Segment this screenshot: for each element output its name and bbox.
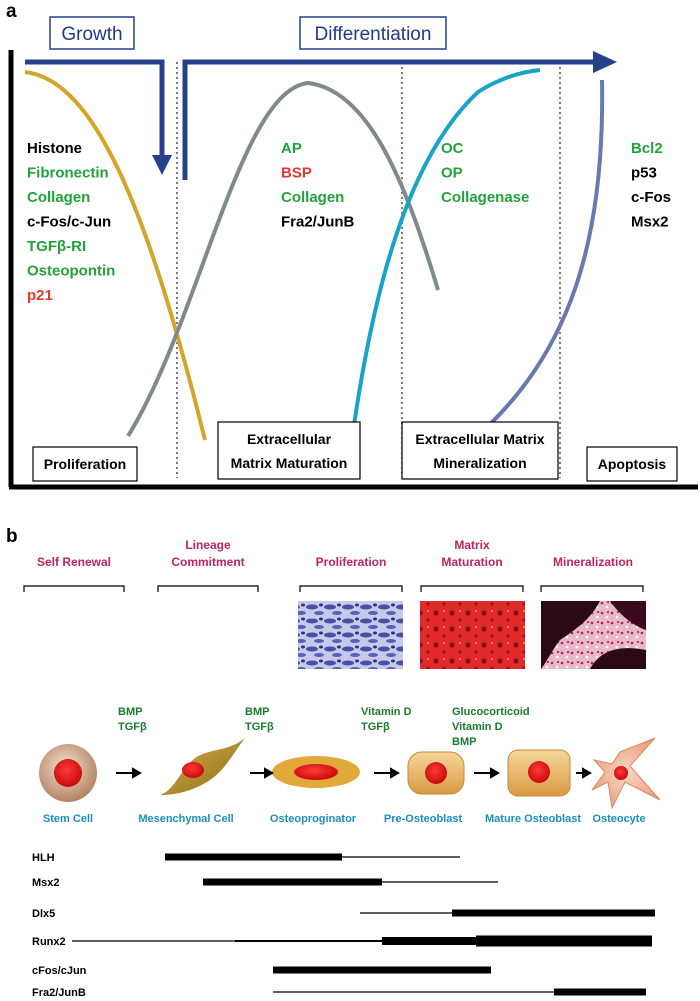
gene-label: p21: [27, 287, 53, 304]
osteocyte-illustration: [591, 737, 661, 810]
step-label: Mineralization: [553, 555, 633, 569]
cell-label-osteoproginator: Osteoproginator: [270, 813, 357, 825]
cell-label-mature-osteoblast: Mature Osteoblast: [485, 813, 581, 825]
stage-label-mineralization-1: Extracellular Matrix: [415, 431, 544, 447]
proliferation-micrograph: [298, 601, 403, 669]
gene-label: c-Fos: [631, 189, 671, 206]
gene-label: p53: [631, 165, 657, 182]
gene-label: OC: [441, 140, 464, 157]
gene-label: Bcl2: [631, 140, 663, 157]
cell-label-osteocyte: Osteocyte: [592, 813, 645, 825]
cell-label-mesenchymal-cell: Mesenchymal Cell: [138, 813, 233, 825]
gene-label: TGFβ-RI: [27, 238, 86, 255]
stage-label-mineralization-2: Mineralization: [433, 455, 526, 471]
tf-label-fra2-junb: Fra2/JunB: [32, 987, 86, 999]
stage-box-apoptosis: [586, 446, 678, 482]
tf-label-runx2: Runx2: [32, 936, 66, 948]
transcription-factor-labels: HLH Msx2 Dlx5 Runx2 cFos/cJun Fra2/JunB: [32, 852, 87, 999]
cell-label-stem-cell: Stem Cell: [43, 813, 93, 825]
growth-factor-label: BMP: [118, 706, 142, 718]
step-label: Matrix: [454, 538, 490, 552]
stage-box-matrix-maturation: [217, 421, 361, 480]
proliferation-curve: [24, 70, 207, 441]
tf-label-msx2: Msx2: [32, 877, 60, 889]
stem-cell-illustration: [39, 744, 97, 802]
panel-a-letter: a: [6, 1, 17, 22]
osteoproginator-illustration: [272, 756, 360, 788]
cell-label-pre-osteoblast: Pre-Osteoblast: [384, 813, 463, 825]
expression-bars: [72, 853, 655, 996]
gene-label: Msx2: [631, 214, 669, 231]
matrix-maturation-curve: [126, 80, 440, 438]
growth-label: Growth: [61, 24, 122, 45]
mature-osteoblast-illustration: [507, 749, 571, 797]
gene-label: BSP: [281, 165, 312, 182]
mineralization-curve: [351, 68, 541, 433]
growth-factor-label: Vitamin D: [361, 706, 412, 718]
growth-label-box: Growth: [49, 16, 135, 50]
step-label: Proliferation: [316, 555, 387, 569]
growth-factor-label: TGFβ: [361, 721, 390, 733]
step-brackets: [23, 585, 644, 592]
stage-box-proliferation: [32, 446, 138, 482]
step-label: Commitment: [171, 555, 244, 569]
cell-labels: Stem Cell Mesenchymal Cell Osteoproginat…: [43, 813, 646, 825]
growth-factor-label: TGFβ: [245, 721, 274, 733]
mesenchymal-cell-illustration: [160, 738, 245, 795]
tf-label-cfos-cjun: cFos/cJun: [32, 965, 87, 977]
pre-osteoblast-illustration: [407, 751, 465, 795]
gene-label: Osteopontin: [27, 263, 115, 280]
stage-label-apoptosis: Apoptosis: [598, 456, 667, 472]
growth-factor-label: Glucocorticoid: [452, 706, 530, 718]
phase-dividers: [176, 62, 561, 478]
gene-label: Collagenase: [441, 189, 529, 206]
step-label: Maturation: [441, 555, 502, 569]
growth-arrow: [25, 59, 172, 175]
gene-label: AP: [281, 140, 302, 157]
gene-label: Fibronectin: [27, 165, 109, 182]
differentiation-label: Differentiation: [315, 24, 432, 45]
gene-label: c-Fos/c-Jun: [27, 214, 111, 231]
step-label: Lineage: [185, 538, 231, 552]
tf-label-hlh: HLH: [32, 852, 55, 864]
gene-label: Collagen: [281, 189, 344, 206]
differentiation-label-box: Differentiation: [299, 16, 447, 50]
growth-factor-label: BMP: [245, 706, 269, 718]
gene-label: Collagen: [27, 189, 90, 206]
mineralization-micrograph: [541, 601, 646, 669]
stage-label-matrix-maturation-1: Extracellular: [247, 431, 332, 447]
panel-b-letter: b: [6, 526, 18, 547]
growth-factor-label: Vitamin D: [452, 721, 503, 733]
growth-factor-label: TGFβ: [118, 721, 147, 733]
differentiation-arrow: [182, 51, 617, 180]
gene-label: OP: [441, 165, 463, 182]
gene-label: Fra2/JunB: [281, 214, 355, 231]
apoptosis-curve: [474, 79, 605, 439]
stage-label-matrix-maturation-2: Matrix Maturation: [231, 455, 348, 471]
growth-factor-label: BMP: [452, 736, 476, 748]
step-label: Self Renewal: [37, 555, 111, 569]
stage-box-mineralization: [401, 421, 559, 480]
stage-boxes: Proliferation Extracellular Matrix Matur…: [32, 421, 678, 482]
cell-transition-arrows: [116, 767, 593, 779]
matrix-maturation-micrograph: [420, 601, 525, 669]
gene-label: Histone: [27, 140, 82, 157]
stage-label-proliferation: Proliferation: [44, 456, 126, 472]
tf-label-dlx5: Dlx5: [32, 908, 55, 920]
